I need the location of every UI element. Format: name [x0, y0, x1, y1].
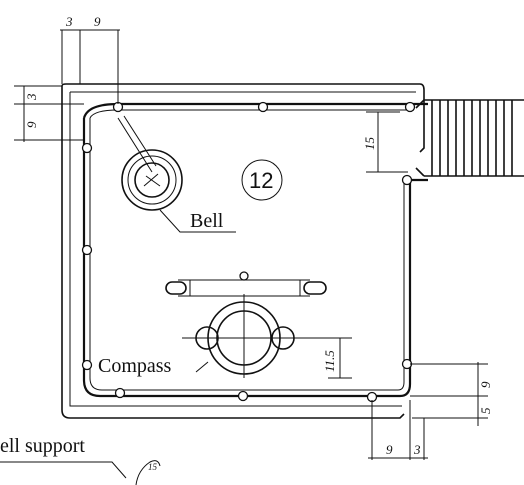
bell-symbol [117, 115, 183, 211]
compass-symbol [182, 294, 340, 378]
dimension-top-left: 3 9 [60, 14, 120, 104]
dimension-right-lower: 9 5 [410, 362, 493, 426]
dimension-bottom: 9 3 [368, 400, 428, 460]
label-number: 12 [249, 168, 273, 193]
compass-label: Compass [98, 355, 172, 377]
svg-text:15: 15 [362, 137, 377, 151]
svg-text:11.5: 11.5 [322, 350, 337, 372]
dimension-compass-offset: 11.5 [322, 337, 352, 379]
svg-text:9: 9 [386, 442, 393, 457]
svg-text:9: 9 [24, 121, 39, 128]
svg-text:9: 9 [94, 14, 101, 29]
svg-text:5: 5 [478, 407, 493, 414]
compass-fitting [165, 271, 327, 304]
deck-outline [61, 83, 425, 419]
label-circle [241, 159, 283, 201]
svg-text:ell support: ell support [0, 435, 85, 457]
svg-text:15: 15 [148, 462, 158, 472]
svg-text:9: 9 [478, 381, 493, 388]
svg-text:3: 3 [24, 93, 39, 101]
dimension-left: 3 9 [14, 85, 84, 142]
deck-inner-edge [69, 91, 416, 407]
svg-text:3: 3 [65, 14, 73, 29]
bell-support-callout: ell support 15 [0, 435, 161, 485]
bell-label: Bell [190, 210, 224, 232]
bell-leader [159, 209, 236, 233]
ladder-stairs [415, 99, 524, 177]
compass-leader [195, 361, 209, 373]
dimension-right-upper: 15 [362, 111, 408, 173]
svg-text:3: 3 [413, 442, 421, 457]
